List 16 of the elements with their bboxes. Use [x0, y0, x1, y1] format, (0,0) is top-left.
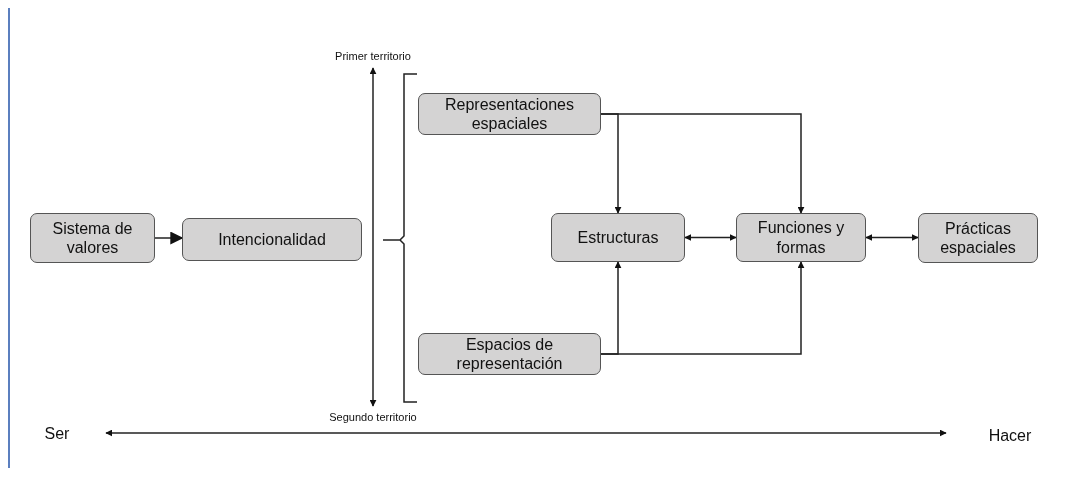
process-box: Espacios de representación	[418, 333, 601, 375]
axis-label: Primer territorio	[335, 50, 411, 62]
arrow	[154, 231, 184, 245]
pole-label: Ser	[44, 425, 70, 443]
process-box: Prácticas espaciales	[918, 213, 1038, 263]
axis-label: Segundo territorio	[329, 411, 417, 423]
process-box: Sistema de valores	[30, 213, 155, 263]
process-box: Intencionalidad	[182, 218, 362, 261]
arrow	[600, 261, 805, 355]
process-box: Funciones y formas	[736, 213, 866, 262]
arrow	[865, 234, 919, 241]
arrow	[600, 113, 805, 214]
process-box: Estructuras	[551, 213, 685, 262]
pole-label: Hacer	[988, 427, 1032, 445]
process-box: Representaciones espaciales	[418, 93, 601, 135]
arrow	[684, 234, 737, 241]
